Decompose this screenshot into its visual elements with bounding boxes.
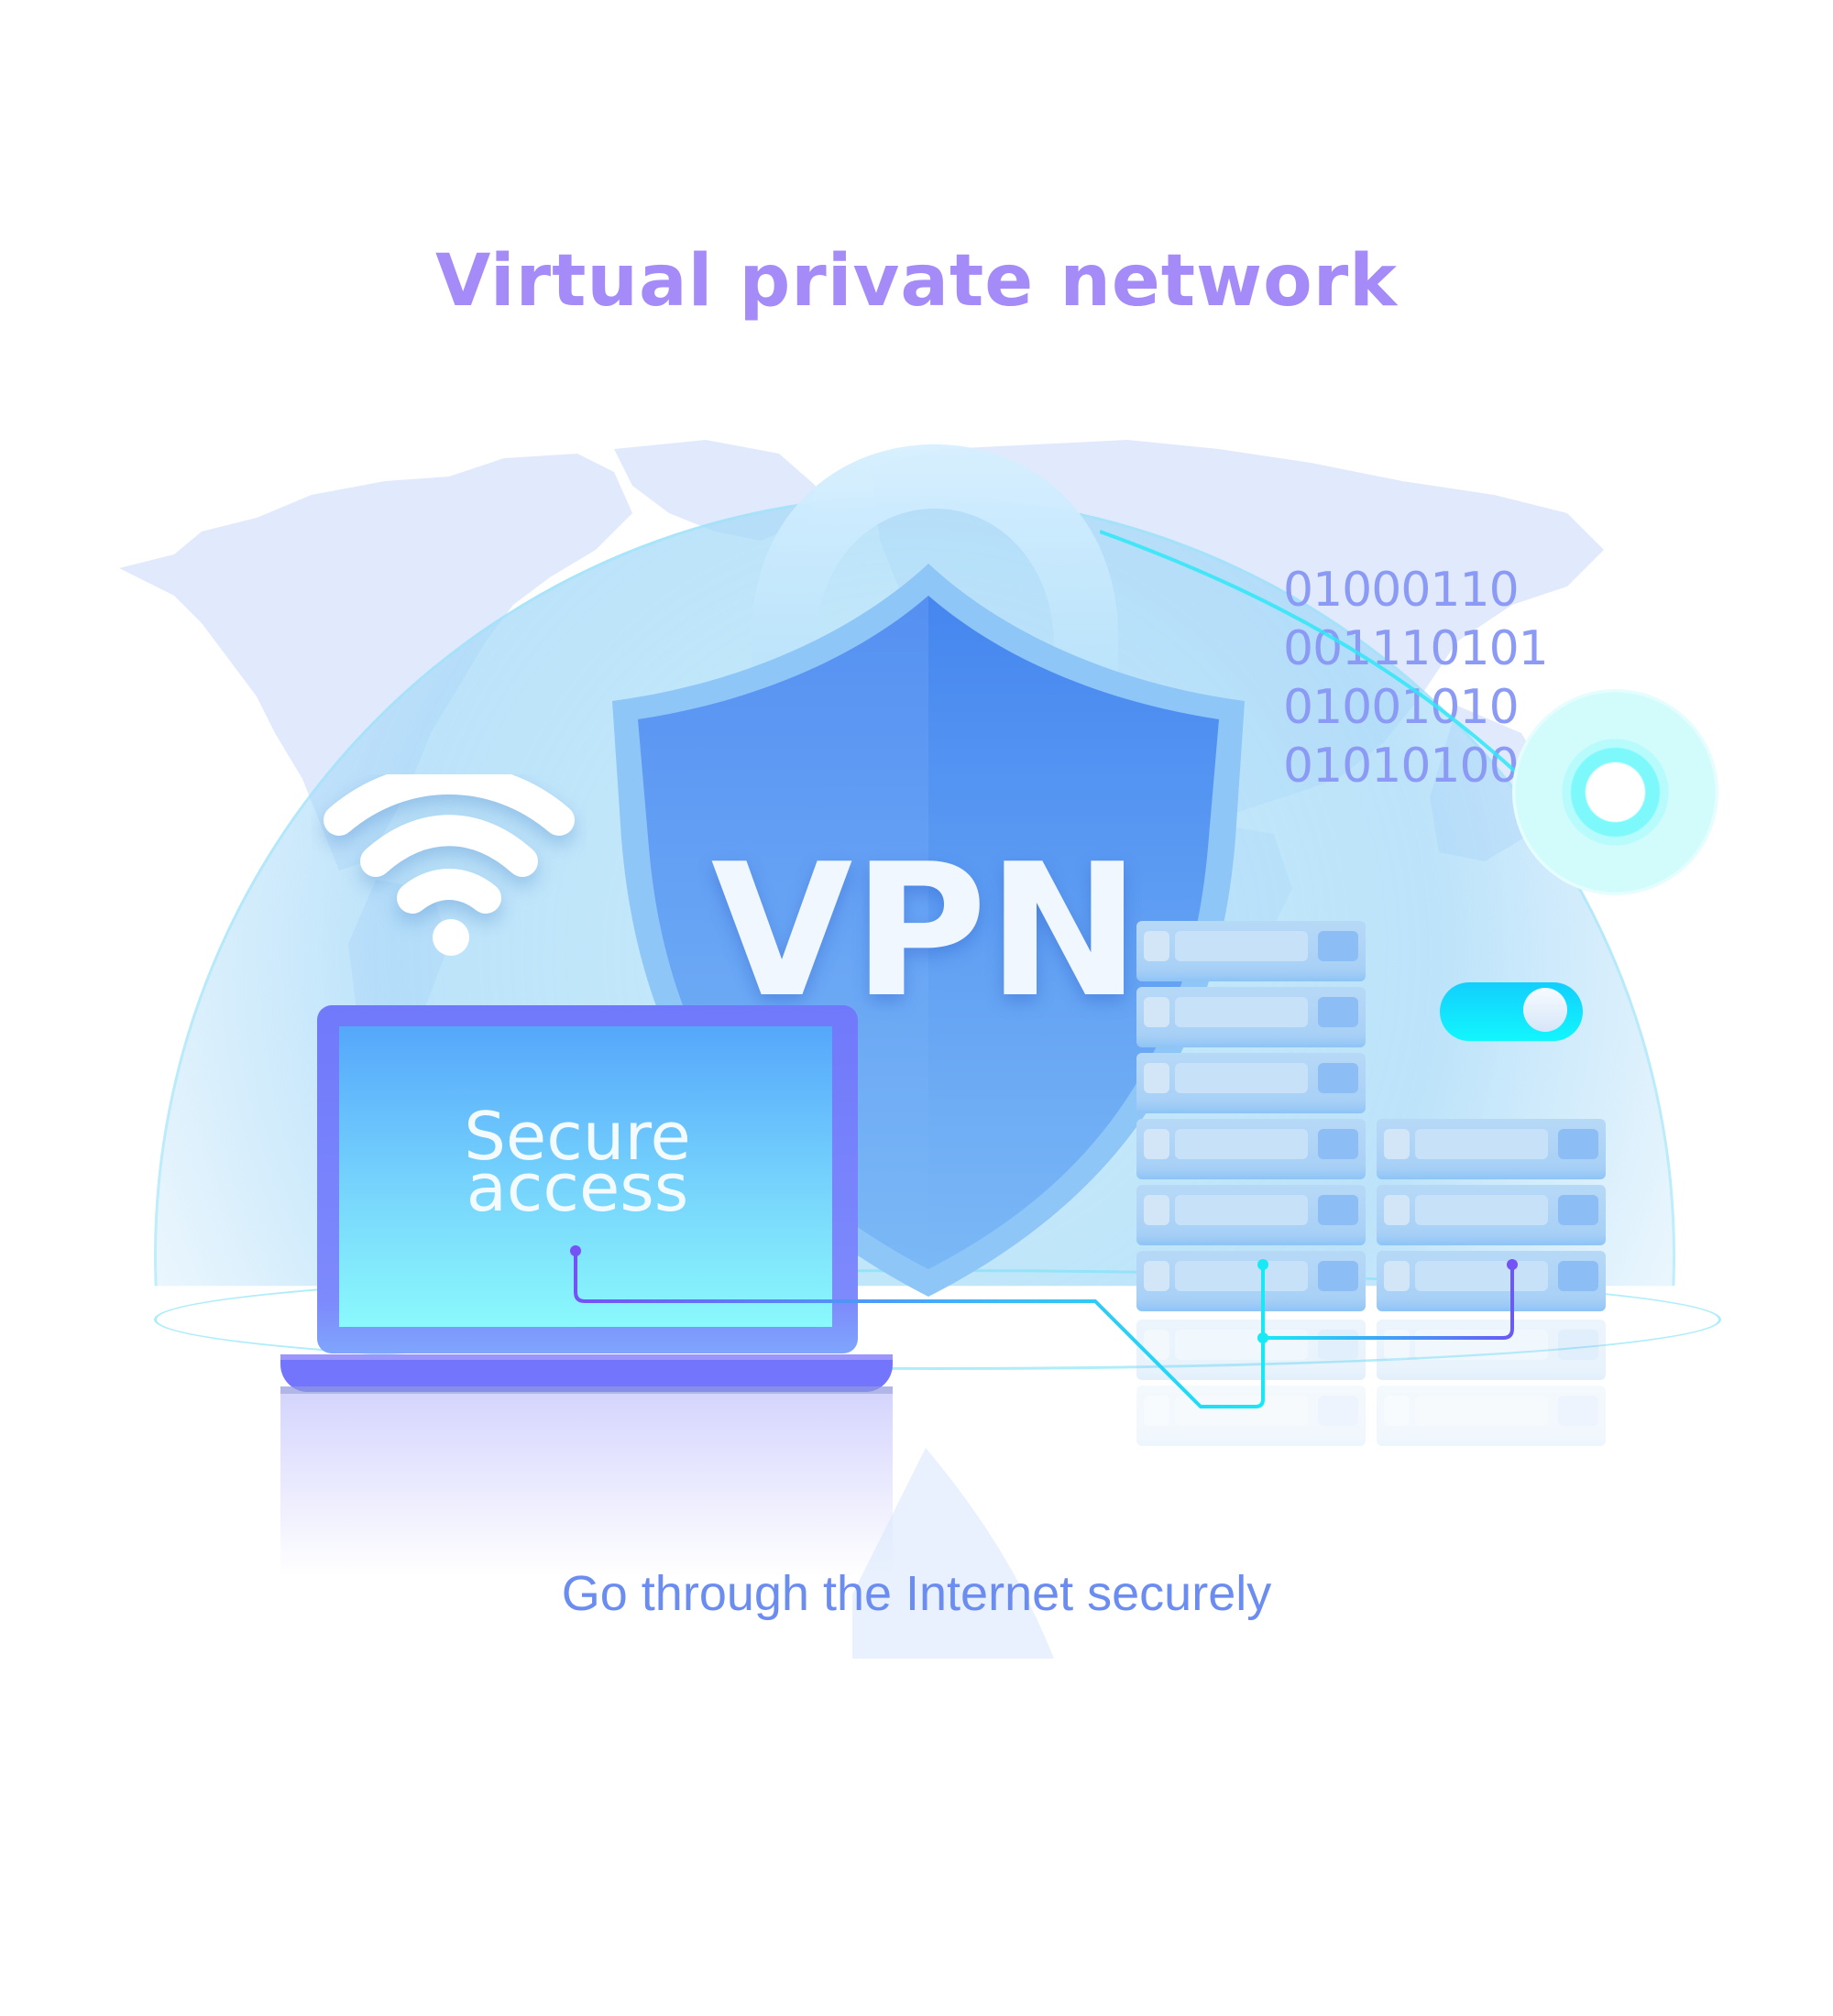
location-target-icon bbox=[1512, 689, 1718, 895]
binary-line: 01001010 bbox=[1283, 680, 1520, 735]
wifi-icon bbox=[324, 774, 575, 956]
toggle-knob[interactable] bbox=[1523, 988, 1567, 1032]
laptop-base-shadow bbox=[280, 1386, 893, 1394]
secure-access-text: Secure access bbox=[464, 1098, 691, 1226]
tagline: Go through the Internet securely bbox=[561, 1566, 1272, 1621]
binary-line: 01000110 bbox=[1283, 563, 1520, 618]
page-title: Virtual private network bbox=[434, 240, 1399, 323]
binary-line: 001110101 bbox=[1283, 621, 1549, 676]
padlock-icon bbox=[752, 444, 1118, 820]
shield-reflection bbox=[852, 1448, 1054, 1659]
binary-code: 01000110 001110101 01001010 01010100 bbox=[1283, 561, 1549, 795]
vpn-label: VPN bbox=[710, 825, 1141, 1038]
laptop-reflection bbox=[280, 1394, 893, 1577]
binary-line: 01010100 bbox=[1283, 739, 1520, 794]
